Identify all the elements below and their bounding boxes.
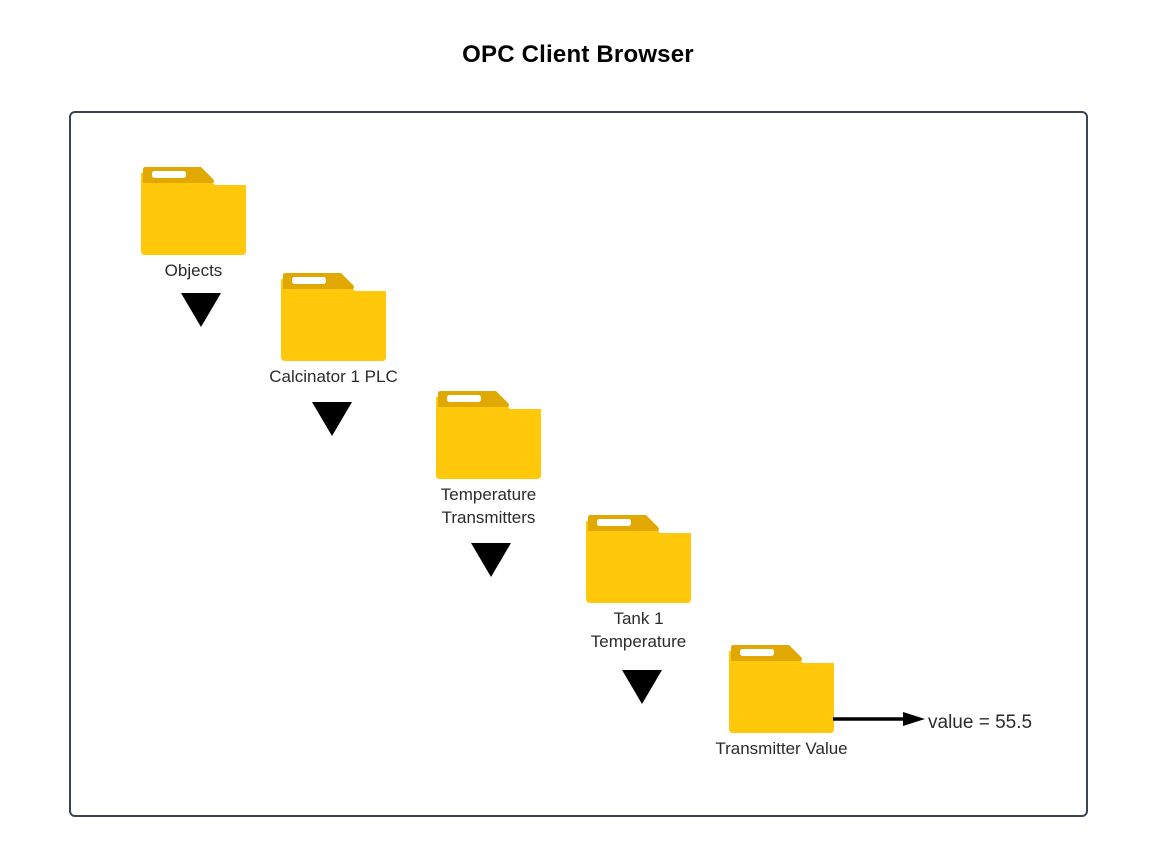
- diagram-canvas: Objects Calcinator 1 PLC Temperature Tra…: [69, 111, 1088, 817]
- folder-icon: [141, 167, 246, 255]
- down-arrow-icon-4: [622, 670, 662, 704]
- node-label-temperature-transmitters: Temperature Transmitters: [440, 485, 537, 527]
- page-title: OPC Client Browser: [462, 41, 694, 68]
- folder-icon: [729, 645, 834, 733]
- node-temperature-transmitters[interactable]: Temperature Transmitters: [436, 391, 541, 527]
- node-objects[interactable]: Objects: [141, 167, 246, 280]
- down-arrow-icon-2: [312, 402, 352, 436]
- node-tank-1-temperature[interactable]: Tank 1 Temperature: [586, 515, 691, 651]
- value-readout: value = 55.5: [928, 712, 1033, 733]
- folder-icon: [281, 273, 386, 361]
- node-transmitter-value[interactable]: Transmitter Value: [715, 645, 848, 758]
- node-calcinator-1-plc[interactable]: Calcinator 1 PLC: [269, 273, 398, 386]
- down-arrow-icon-3: [471, 543, 511, 577]
- folder-icon: [436, 391, 541, 479]
- node-label-tank-1-temperature: Tank 1 Temperature: [590, 609, 687, 651]
- node-label-transmitter-value: Transmitter Value: [715, 739, 848, 758]
- node-label-objects: Objects: [164, 261, 223, 280]
- right-arrow-icon: [833, 712, 925, 726]
- folder-icon: [586, 515, 691, 603]
- down-arrow-icon-1: [181, 293, 221, 327]
- node-label-calcinator-1-plc: Calcinator 1 PLC: [269, 367, 398, 386]
